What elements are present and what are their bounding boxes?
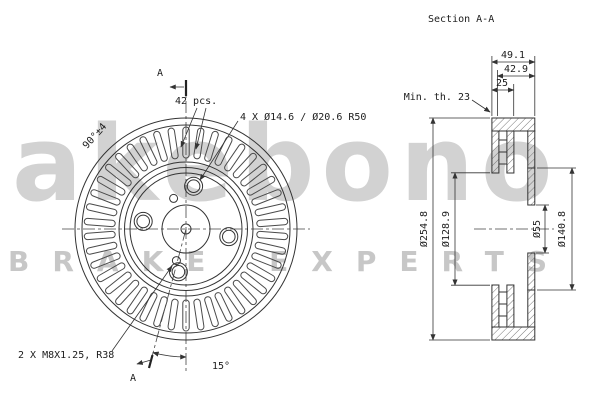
ventilation-slot bbox=[254, 241, 287, 255]
ventilation-slot bbox=[126, 286, 148, 315]
ventilation-slot bbox=[83, 217, 116, 228]
ventilation-slot bbox=[85, 203, 118, 217]
ventilation-slot-ring bbox=[83, 126, 289, 332]
slots-leader-2 bbox=[194, 107, 207, 150]
section-view: 49.1 42.9 25 Min. th. 23 Ø254.8 Ø1 bbox=[404, 50, 576, 341]
left-diameter-dimensions: Ø254.8 Ø128.9 bbox=[418, 117, 490, 341]
section-title: Section A-A bbox=[428, 14, 494, 25]
ventilation-slot bbox=[105, 271, 132, 295]
slot-ring-inner bbox=[118, 161, 254, 297]
ventilation-slot bbox=[139, 292, 158, 322]
ventilation-slot bbox=[240, 271, 267, 295]
ventilation-slot bbox=[90, 252, 121, 269]
ventilation-slot bbox=[83, 230, 116, 241]
ventilation-slot bbox=[240, 163, 267, 187]
vane-lines bbox=[499, 139, 507, 317]
right-diameter-dimensions: Ø55 Ø140.8 bbox=[531, 167, 576, 291]
ventilation-slot bbox=[193, 127, 205, 160]
ventilation-slot bbox=[105, 163, 132, 187]
angle-tolerance-label: 90°±4 bbox=[81, 121, 109, 151]
section-material bbox=[491, 117, 536, 341]
dim-bore-diameter: Ø55 bbox=[531, 220, 543, 238]
ventilation-slot bbox=[224, 286, 246, 315]
ventilation-slot bbox=[232, 279, 257, 306]
tapped-holes bbox=[169, 193, 181, 266]
slots-count-label: 42 pcs. bbox=[175, 96, 217, 107]
ventilation-slot bbox=[256, 230, 289, 241]
disc-outer-edge bbox=[74, 117, 298, 341]
ventilation-slot bbox=[214, 292, 233, 322]
ventilation-slot bbox=[85, 241, 118, 255]
section-marker-bottom: A bbox=[130, 373, 136, 384]
section-arrow-bottom bbox=[136, 359, 152, 365]
ventilation-slot bbox=[214, 136, 233, 166]
width-dimensions: 49.1 42.9 25 bbox=[491, 50, 536, 116]
min-thickness-label: Min. th. 23 bbox=[404, 92, 470, 103]
ventilation-slot bbox=[254, 203, 287, 217]
bolt-holes bbox=[133, 176, 239, 282]
center-mark-circle bbox=[180, 223, 192, 235]
ventilation-slot bbox=[90, 189, 121, 206]
ventilation-slot bbox=[115, 152, 140, 179]
dim-inner-diameter: Ø128.9 bbox=[440, 211, 452, 247]
hub-flange-circle bbox=[124, 167, 248, 291]
section-angle-label: 15° bbox=[212, 361, 230, 372]
slots-leader-1 bbox=[180, 107, 198, 148]
ventilation-slot bbox=[246, 262, 276, 283]
ventilation-slot bbox=[153, 296, 168, 328]
front-view: 42 pcs. 4 X Ø14.6 / Ø20.6 R50 90°±4 2 X … bbox=[18, 68, 366, 384]
section-cut-bottom bbox=[147, 354, 154, 369]
bolt-holes-label: 4 X Ø14.6 / Ø20.6 R50 bbox=[240, 111, 366, 123]
ventilation-slot bbox=[153, 130, 168, 162]
dim-hat-depth: 42.9 bbox=[504, 64, 528, 75]
min-thickness-leader bbox=[471, 99, 491, 113]
ventilation-slot bbox=[204, 130, 219, 162]
slot-ring-outer bbox=[81, 124, 291, 334]
ventilation-slot bbox=[251, 189, 282, 206]
section-marker-top: A bbox=[157, 68, 163, 79]
ventilation-slot bbox=[115, 279, 140, 306]
ventilation-slot bbox=[224, 143, 246, 172]
dim-ring-thickness: 25 bbox=[496, 78, 508, 89]
ventilation-slot bbox=[167, 298, 179, 331]
ventilation-slot bbox=[246, 175, 276, 196]
tapped-holes-leader bbox=[111, 265, 173, 352]
ventilation-slot bbox=[251, 252, 282, 269]
ventilation-slot bbox=[193, 298, 205, 331]
dim-overall-width: 49.1 bbox=[501, 50, 525, 61]
ventilation-slot bbox=[126, 143, 148, 172]
watermark-logo: akebono bbox=[12, 103, 560, 225]
ventilation-slot bbox=[182, 299, 190, 332]
friction-id-circle bbox=[129, 172, 243, 286]
center-bore-circle bbox=[161, 204, 211, 254]
tapped-holes-label: 2 X M8X1.25, R38 bbox=[18, 350, 114, 361]
ventilation-slot bbox=[139, 136, 158, 166]
bolt-holes-leader bbox=[199, 120, 239, 181]
angle-arc-15 bbox=[152, 351, 187, 360]
dim-flange-diameter: Ø140.8 bbox=[556, 211, 568, 247]
ventilation-slot bbox=[96, 175, 126, 196]
dim-outer-diameter: Ø254.8 bbox=[418, 211, 430, 247]
ventilation-slot bbox=[232, 152, 257, 179]
ventilation-slot bbox=[96, 262, 126, 283]
ventilation-slot bbox=[204, 296, 219, 328]
ventilation-slot bbox=[167, 127, 179, 160]
ventilation-slot bbox=[256, 217, 289, 228]
